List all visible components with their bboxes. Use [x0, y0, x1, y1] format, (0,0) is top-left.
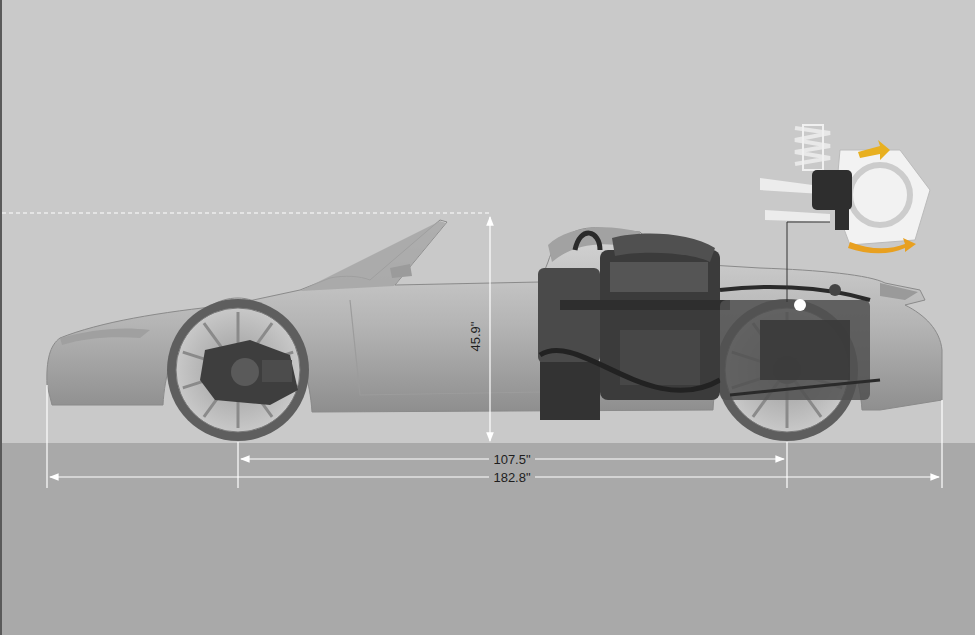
front-motor-part: [262, 360, 292, 382]
dimension-label: 182.8": [489, 470, 534, 485]
engine-cutaway-part: [610, 262, 708, 292]
dimension-lines-part: [786, 442, 787, 488]
background-part: [0, 0, 2, 635]
engine-cutaway-part: [575, 233, 600, 250]
car-body-part: [350, 300, 540, 395]
engine-cutaway-part: [829, 284, 841, 296]
dimension-label: 45.9": [468, 317, 483, 355]
suspension-inset-part: [858, 140, 890, 160]
engine-cutaway-part: [540, 362, 600, 420]
dimension-lines-part: [941, 400, 942, 488]
background-part: [0, 0, 975, 443]
engine-cutaway-part: [612, 233, 715, 262]
dimension-lines-part: [46, 385, 47, 488]
engine-cutaway-part: [538, 268, 600, 363]
suspension-inset-part: [850, 165, 910, 225]
dimension-lines: [2, 213, 942, 488]
dimension-lines-part: [237, 442, 238, 488]
leader-line-part: [787, 222, 830, 302]
suspension-inset-part: [835, 200, 849, 230]
front-motor-part: [200, 340, 298, 405]
front-motor: [200, 340, 298, 405]
engine-cutaway-part: [760, 320, 850, 380]
dimension-lines-part: [2, 212, 490, 213]
suspension-inset-part: [848, 238, 916, 253]
suspension-inset-part: [803, 125, 823, 170]
leader-line: [787, 222, 830, 311]
dimension-lines-part: [489, 217, 490, 441]
wheels-part: [167, 299, 309, 441]
engine-cutaway-part: [720, 300, 870, 400]
engine-cutaway-part: [730, 380, 880, 395]
engine-cutaway-part: [560, 300, 730, 310]
suspension-inset-part: [795, 128, 830, 164]
engine-cutaway-part: [540, 351, 720, 391]
engine-cutaway: [538, 233, 880, 420]
leader-line-part: [794, 299, 806, 311]
car-body-part: [60, 328, 150, 345]
engine-cutaway-part: [720, 287, 870, 300]
car-body-part: [880, 283, 918, 300]
engine-cutaway-part: [600, 250, 720, 400]
car-body-part: [300, 221, 446, 291]
suspension-inset-part: [765, 210, 830, 222]
dimension-label: 107.5": [489, 452, 534, 467]
front-motor-part: [231, 358, 259, 386]
suspension-inset: [760, 125, 930, 253]
car-body-part: [390, 264, 412, 278]
background-part: [0, 443, 975, 635]
